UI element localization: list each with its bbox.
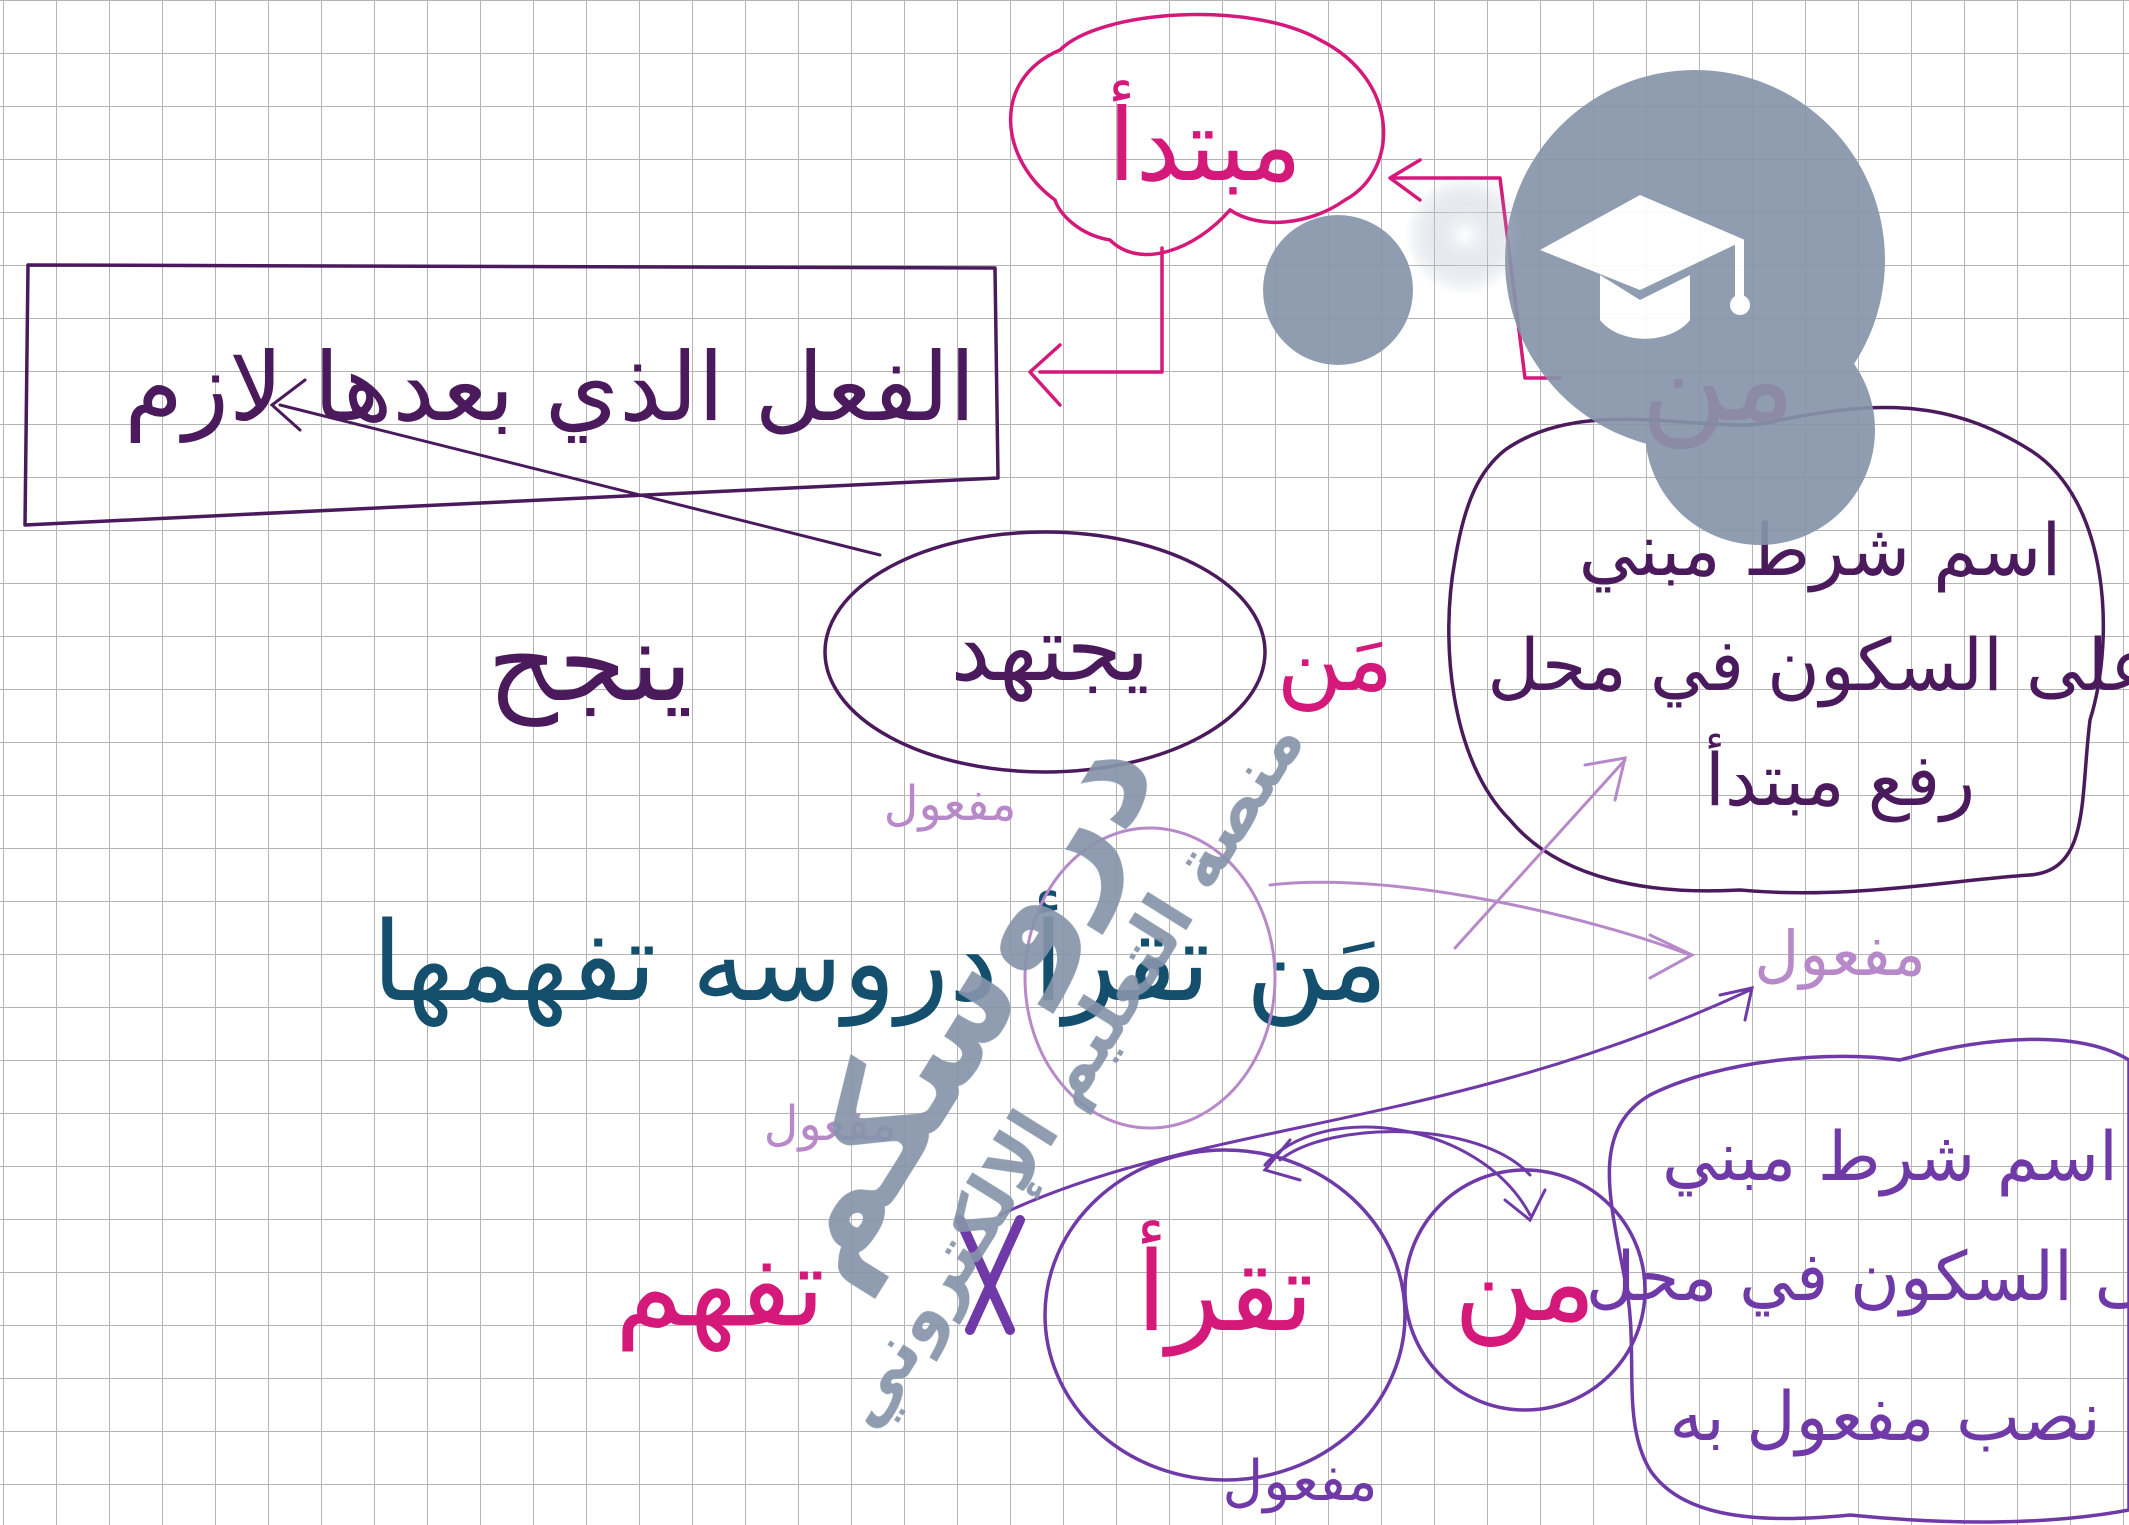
arrow-man-to-note-top [1453,756,1627,950]
note-bottom-cloud [1607,1037,2129,1524]
note-bottom-line-2: على السكون في محل [1586,1238,2129,1317]
fiil-lazim-text: الفعل الذي بعدها لازم [124,333,975,443]
x-mark-icon [955,1215,1025,1335]
note-bottom-line-1: اسم شرط مبني [1662,1118,2118,1197]
graduation-cap-icon [1540,195,1750,339]
mafool-bottom-text: مفعول [1223,1449,1378,1514]
fiil-lazim-box [23,263,1000,527]
connector-box-to-yajtahid [269,378,882,557]
note-bottom-line-3: نصب مفعول به [1669,1378,2100,1457]
yanjah-text: ينجح [487,598,693,727]
yajtahid-text: يجتهد [950,597,1149,702]
arrow-mubtada-to-box [1028,246,1164,407]
mafool-lower-left-text: مفعول [764,1096,897,1152]
sentence-blue-text: مَن تقرأ دروسه تفهمها [372,889,1388,1027]
arrow-curve-taqra-to-man [1263,1125,1547,1223]
watermark-circle-small [1263,215,1413,365]
mubtada-bubble [1008,12,1386,257]
taqra-bottom-text: تقرأ [1136,1219,1314,1357]
yajtahid-circle [823,530,1267,774]
mubtada-top-text: مبتدأ [1108,80,1302,204]
mafool-right-text: مفعول [1754,917,1926,990]
arrow-to-mafool-right [1268,880,1696,980]
watermark-spark [1405,175,1525,295]
man-bottom-text: من [1454,1218,1597,1347]
note-top-line-2: على السكون في محل [1487,623,2129,708]
taqra-bottom-circle [1043,1148,1407,1482]
note-top-line-3: رفع مبتدأ [1705,733,1975,823]
man-middle-text: مَن [1277,607,1394,712]
tafham-text: تفهم [615,1223,825,1352]
mafool-label-text: مفعول [884,776,1017,832]
watermark-circle-medium [1645,315,1875,545]
line-x-to-mafool-right [998,986,1754,1217]
taqra-highlight-circle [1023,826,1277,1130]
